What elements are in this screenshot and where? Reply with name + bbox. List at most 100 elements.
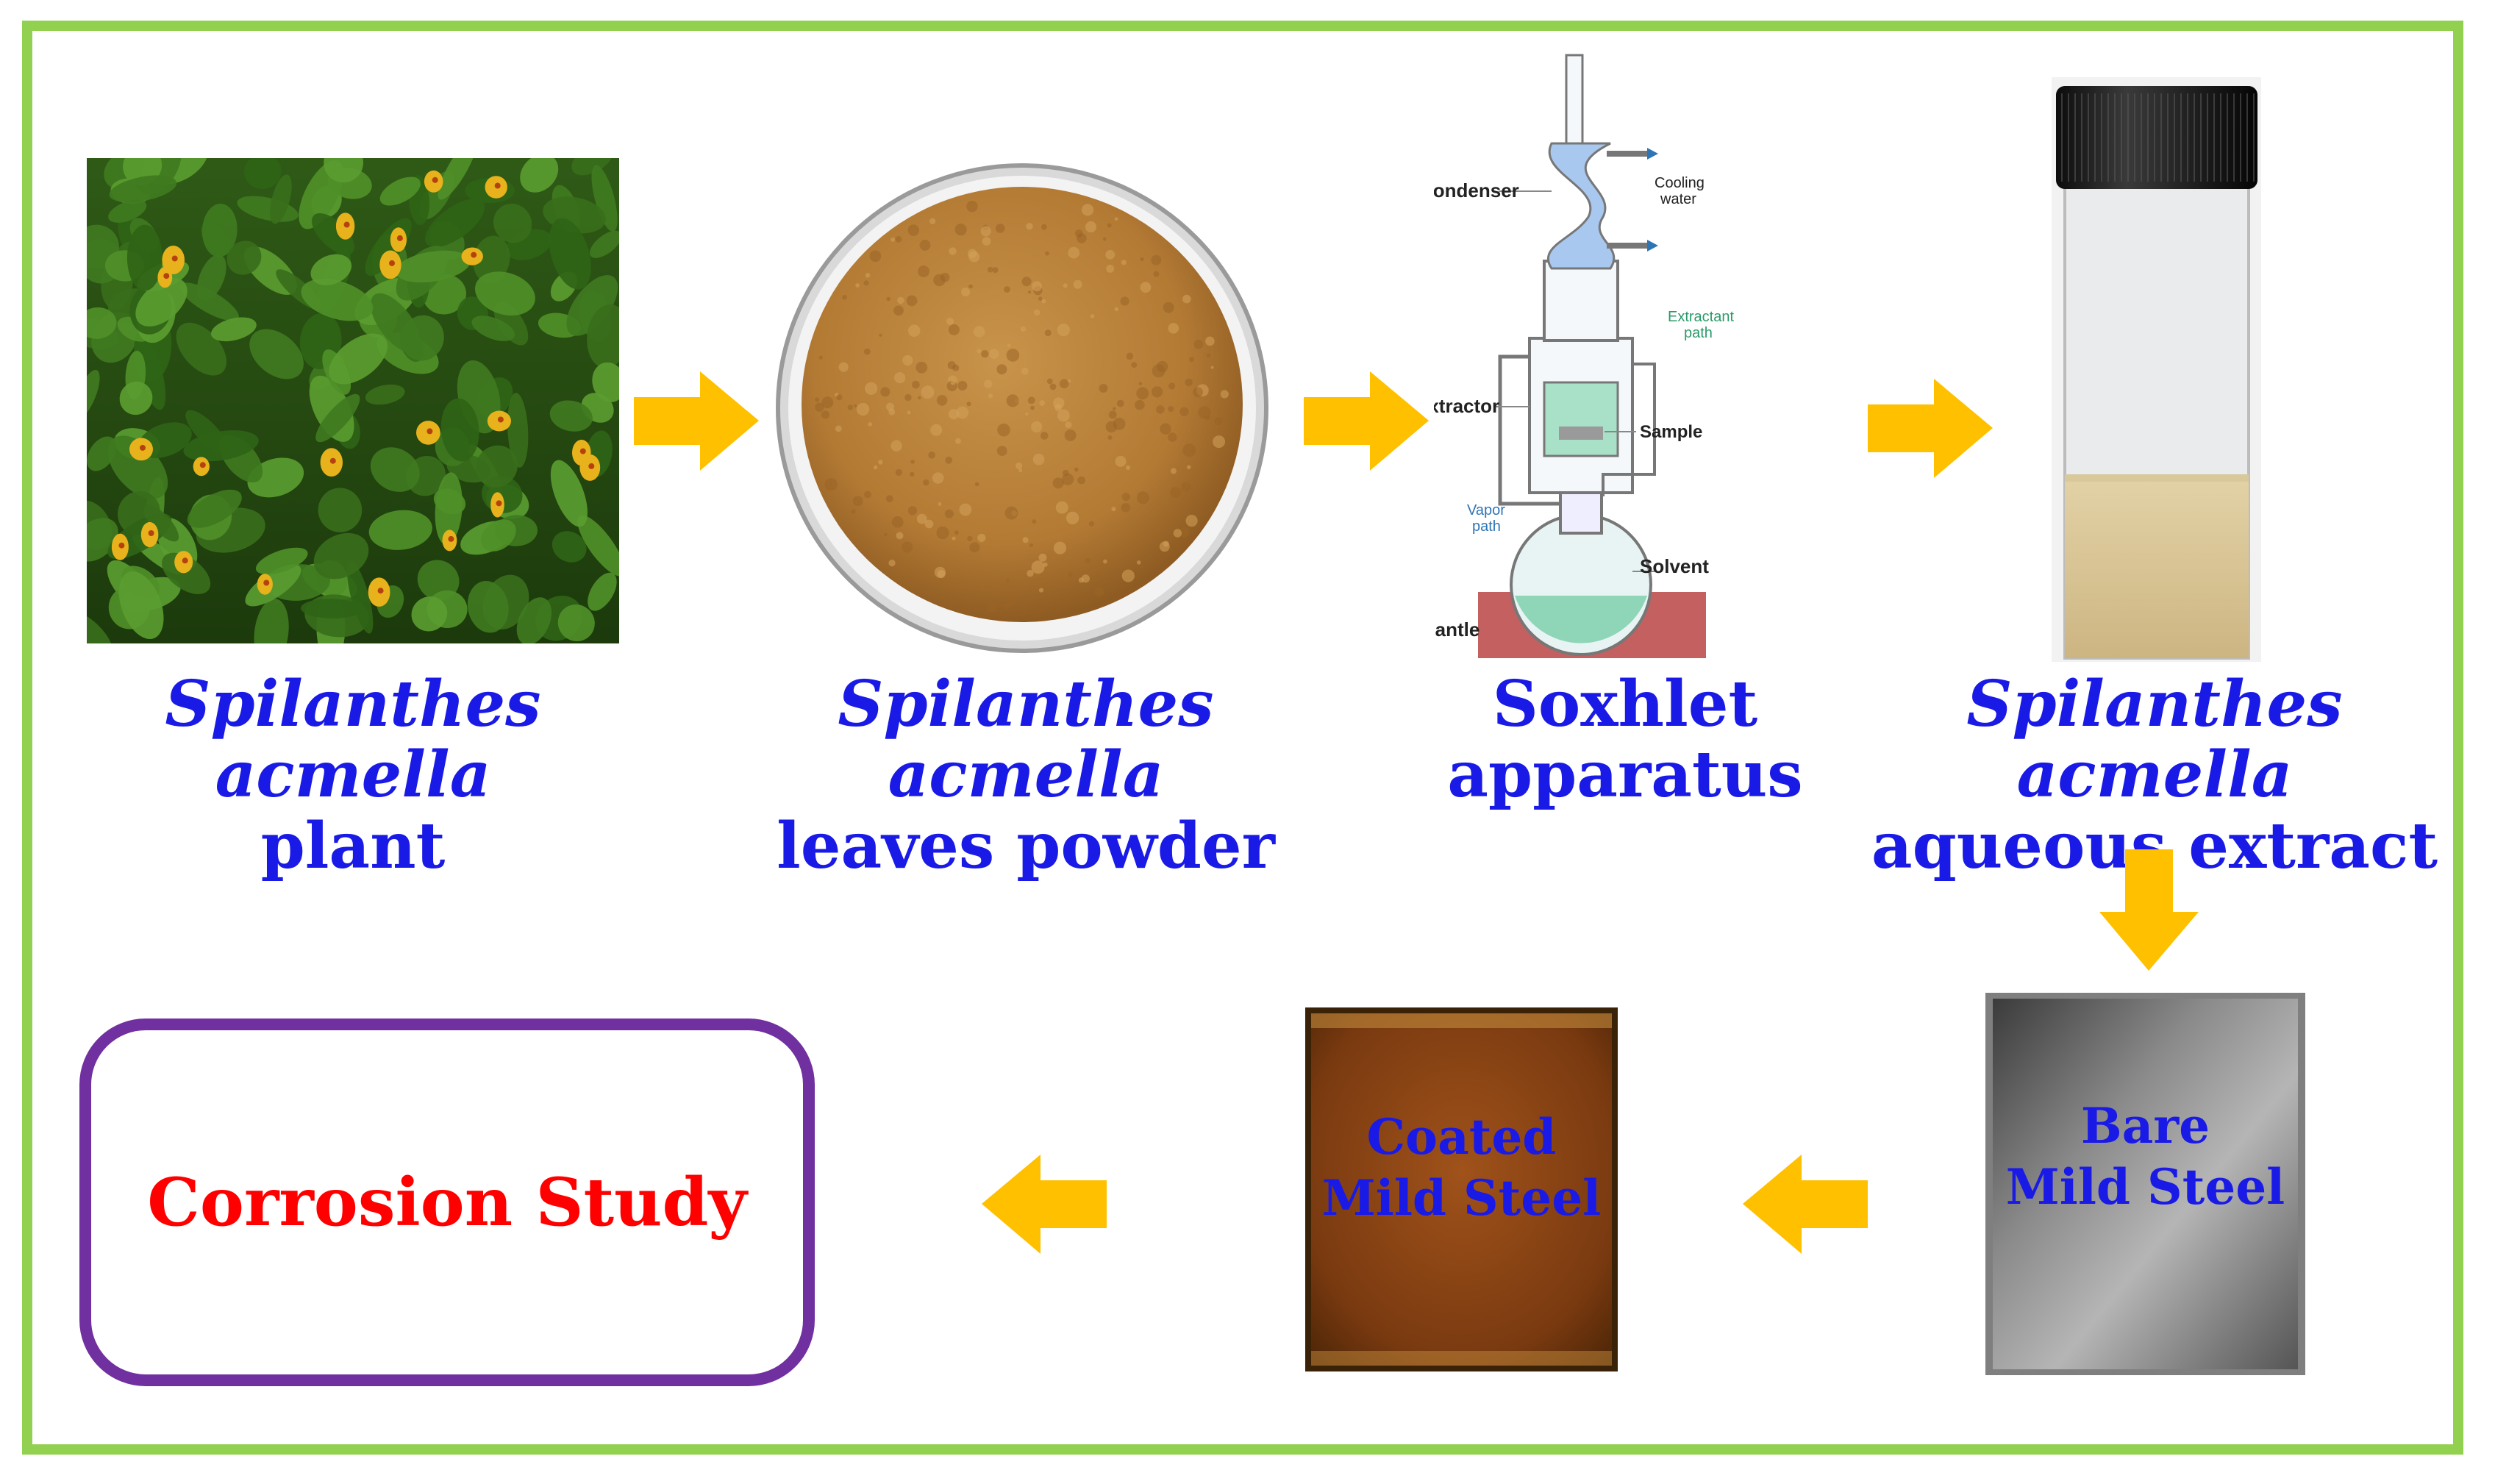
powder-texture	[835, 425, 842, 432]
leaf-texture	[245, 564, 301, 607]
leaf-texture	[476, 445, 518, 488]
leaf-texture	[324, 158, 364, 183]
powder-texture	[1186, 465, 1191, 470]
powder-texture	[1168, 323, 1179, 334]
powder-texture	[1115, 455, 1127, 467]
powder-texture	[902, 541, 913, 553]
powder-texture	[1105, 250, 1116, 260]
powder-texture	[883, 532, 888, 537]
bare-mild-steel-plate: Bare Mild Steel	[1985, 993, 2305, 1375]
powder-texture	[919, 240, 931, 251]
powder-texture	[1121, 569, 1135, 582]
leaf-texture	[201, 203, 238, 257]
leaf-texture	[379, 176, 421, 206]
arrow-down-icon	[2099, 849, 2199, 971]
powder-texture	[986, 601, 998, 613]
powder-texture	[1120, 296, 1129, 306]
powder-texture	[940, 272, 950, 282]
powder-texture	[869, 250, 882, 263]
powder-texture	[1030, 405, 1035, 410]
powder-texture	[836, 394, 843, 401]
leaf-texture	[365, 384, 405, 405]
leaf-texture	[591, 165, 618, 232]
powder-texture	[969, 542, 980, 553]
powder-texture	[1131, 362, 1138, 368]
powder-texture	[967, 535, 973, 542]
powder-texture	[1205, 336, 1215, 346]
powder-texture	[1006, 579, 1010, 582]
flower-center-texture	[343, 221, 350, 228]
powder-texture	[894, 372, 906, 384]
powder-texture	[1066, 511, 1079, 525]
powder-texture	[1185, 515, 1198, 527]
powder-texture	[1004, 286, 1010, 293]
flower-center-texture	[163, 273, 170, 279]
powder-texture	[1220, 390, 1229, 399]
powder-texture	[957, 381, 968, 390]
label-vapor-path-2: path	[1472, 518, 1501, 535]
powder-texture	[1085, 221, 1097, 233]
powder-texture	[1206, 353, 1211, 358]
powder-texture	[888, 560, 896, 567]
powder-texture	[1016, 462, 1023, 470]
powder-texture	[944, 509, 954, 518]
powder-texture	[815, 397, 820, 402]
powder-texture	[996, 364, 1007, 375]
label-sample: Sample	[1640, 422, 1702, 442]
powder-texture	[897, 296, 904, 304]
powder-texture	[1032, 519, 1037, 524]
powder-texture	[1138, 382, 1143, 385]
flower-center-texture	[182, 557, 188, 564]
powder-texture	[1082, 204, 1094, 216]
powder-texture	[1027, 290, 1032, 294]
leaf-texture	[143, 504, 179, 542]
arrow-left-icon	[1743, 1155, 1868, 1254]
leaf-texture	[301, 279, 374, 321]
powder-texture	[856, 402, 870, 416]
flower-center-texture	[377, 588, 384, 594]
leaf-texture	[588, 572, 617, 611]
leaf-texture	[119, 381, 153, 415]
leaf-texture	[550, 460, 588, 527]
flower-center-texture	[140, 444, 146, 451]
powder-texture	[1043, 562, 1048, 567]
powder-texture	[1170, 468, 1177, 474]
powder-texture	[968, 251, 980, 263]
caption-plant: Spilanthes acmella plant	[44, 667, 662, 882]
corrosion-study-box: Corrosion Study	[79, 1019, 815, 1386]
powder-texture	[863, 348, 871, 355]
powder-texture	[997, 423, 1010, 437]
leaf-texture	[347, 560, 374, 634]
powder-texture	[1055, 501, 1068, 514]
powder-texture	[981, 350, 989, 358]
flower-center-texture	[426, 428, 433, 435]
powder-texture	[1073, 279, 1082, 289]
powder-texture	[1027, 596, 1031, 602]
powder-texture	[1156, 405, 1165, 414]
powder-texture	[1006, 349, 1020, 362]
powder-texture	[952, 364, 960, 371]
powder-texture	[1075, 229, 1083, 238]
powder-texture	[1039, 400, 1045, 406]
leaf-texture	[549, 400, 593, 432]
powder-texture	[980, 226, 991, 237]
powder-texture	[1041, 432, 1049, 440]
caption-plant-species: Spilanthes acmella	[165, 667, 541, 813]
powder-texture	[1077, 476, 1085, 485]
powder-texture	[1107, 435, 1113, 440]
leaf-texture	[440, 398, 479, 462]
powder-texture	[1052, 477, 1064, 489]
leaf-texture	[109, 175, 177, 203]
powder-texture	[1038, 588, 1044, 593]
powder-texture	[907, 324, 921, 337]
caption-soxhlet: Soxhlet apparatus	[1441, 668, 1809, 813]
powder-texture	[968, 284, 973, 289]
powder-texture	[1099, 384, 1108, 393]
powder-texture	[954, 224, 967, 236]
caption-extract-species: Spilanthes acmella	[1966, 667, 2343, 813]
soxhlet-apparatus-diagram: Condenser Cooling water Extractant path …	[1434, 48, 1816, 666]
leaf-texture	[520, 158, 559, 193]
leaf-texture	[211, 317, 257, 342]
powder-texture	[1136, 387, 1149, 400]
caption-soxhlet-line2: apparatus	[1447, 738, 1803, 813]
